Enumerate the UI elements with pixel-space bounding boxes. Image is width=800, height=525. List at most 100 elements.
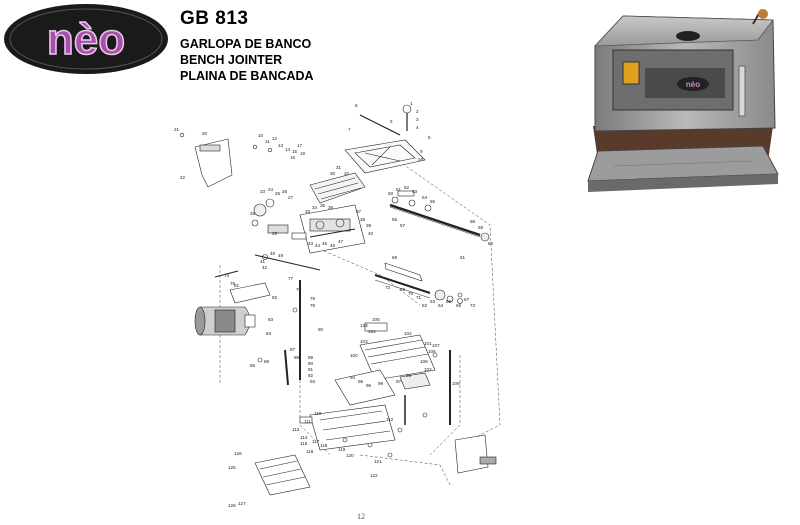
part-label: 61 <box>460 255 466 260</box>
part-label: 118 <box>320 443 328 448</box>
part-label: 10 <box>258 133 264 138</box>
part-label: 50 <box>388 191 394 196</box>
part-label: 111 <box>304 419 311 424</box>
part-label: 122 <box>370 473 378 478</box>
part-label: 71 <box>416 295 422 300</box>
part-label: 81 <box>234 283 240 288</box>
part-label: 114 <box>300 435 308 440</box>
part-label: 34 <box>312 205 318 210</box>
part-label: 2 <box>416 109 419 114</box>
part-label: 91 <box>308 367 314 372</box>
part-label: 119 <box>338 447 346 452</box>
part-label: 5 <box>390 119 393 124</box>
part-label: 92 <box>308 373 314 378</box>
part-label: 98 <box>406 373 412 378</box>
part-label: 72 <box>385 285 391 290</box>
part-label: 84 <box>266 331 272 336</box>
part-label: 38 <box>360 217 366 222</box>
part-label: 109 <box>452 381 460 386</box>
part-label: 36 <box>328 205 334 210</box>
neo-logo: nèo <box>2 2 170 76</box>
logo-text: nèo <box>47 15 125 64</box>
part-label: 113 <box>292 427 300 432</box>
part-label: 15 <box>292 149 298 154</box>
part-label: 3 <box>416 117 419 122</box>
part-label: 69 <box>400 287 406 292</box>
part-label: 14 <box>285 147 291 152</box>
part-label: 19 <box>418 157 424 162</box>
part-label: 127 <box>238 501 246 506</box>
photo-badge: nèo <box>686 80 700 89</box>
part-label: 93 <box>310 379 316 384</box>
part-label: 107 <box>432 343 440 348</box>
part-label: 99 <box>378 381 384 386</box>
part-label: 78 <box>310 296 316 301</box>
part-label: 105 <box>372 317 380 322</box>
part-label: 87 <box>290 347 296 352</box>
product-photo: nèo <box>583 6 783 198</box>
part-label: 25 <box>275 191 281 196</box>
part-label: 22 <box>180 175 186 180</box>
motor <box>194 306 256 336</box>
base-frame <box>299 404 396 451</box>
center-table <box>359 334 436 381</box>
part-label: 28 <box>250 211 256 216</box>
part-label: 39 <box>366 223 372 228</box>
part-label: 18 <box>300 151 306 156</box>
part-label: 75 <box>230 281 236 286</box>
part-label: 110 <box>314 411 322 416</box>
part-label: 21 <box>174 127 180 132</box>
part-label: 66 <box>456 303 462 308</box>
part-label: 30 <box>330 171 336 176</box>
part-label: 120 <box>346 453 354 458</box>
desc-portuguese: PLAINA DE BANCADA <box>180 69 314 83</box>
part-label: 57 <box>400 223 406 228</box>
part-label: 117 <box>312 439 320 444</box>
part-label: 97 <box>396 379 402 384</box>
part-label: 96 <box>366 383 372 388</box>
part-label: 8 <box>428 135 431 140</box>
part-label: 67 <box>464 297 470 302</box>
part-label: 43 <box>308 241 314 246</box>
exploded-parts-diagram: 1 2 3 4 5 6 7 8 9 10 11 12 13 14 15 16 1… <box>160 95 540 515</box>
part-label: 41 <box>260 259 266 264</box>
part-label: 47 <box>338 239 344 244</box>
part-label: 45 <box>322 241 328 246</box>
part-label: 29 <box>272 231 278 236</box>
part-label: 101 <box>424 341 432 346</box>
desc-spanish: GARLOPA DE BANCO <box>180 37 312 51</box>
part-label: 49 <box>278 253 284 258</box>
desc-english: BENCH JOINTER <box>180 53 283 67</box>
part-label: 62 <box>422 303 428 308</box>
part-label: 94 <box>350 375 356 380</box>
part-label: 27 <box>288 195 294 200</box>
part-label: 64 <box>438 303 444 308</box>
part-label: 44 <box>315 243 321 248</box>
part-label: 108 <box>420 359 428 364</box>
part-label: 115 <box>300 441 308 446</box>
model-number: GB 813 <box>180 8 249 29</box>
part-label: 56 <box>392 217 398 222</box>
part-label: 37 <box>356 209 362 214</box>
part-label: 60 <box>488 241 494 246</box>
part-label: 79 <box>310 303 316 308</box>
top-cover-plate <box>344 139 426 174</box>
part-label: 116 <box>306 449 314 454</box>
part-label: 51 <box>396 187 402 192</box>
part-label: 32 <box>344 171 350 176</box>
part-label: 83 <box>268 317 274 322</box>
part-label: 70 <box>408 291 414 296</box>
part-label: 42 <box>262 265 268 270</box>
part-label: 7 <box>348 127 351 132</box>
part-label: 77 <box>288 276 294 281</box>
part-label: 128 <box>228 503 236 508</box>
part-label: 17 <box>297 143 303 148</box>
part-label: 80 <box>318 327 324 332</box>
part-label: 76 <box>296 287 302 292</box>
part-label: 63 <box>430 299 436 304</box>
part-label: 90 <box>308 361 314 366</box>
part-label: 123 <box>360 323 368 328</box>
part-label: 33 <box>305 209 311 214</box>
part-label: 86 <box>264 359 270 364</box>
part-label: 112 <box>386 417 394 422</box>
